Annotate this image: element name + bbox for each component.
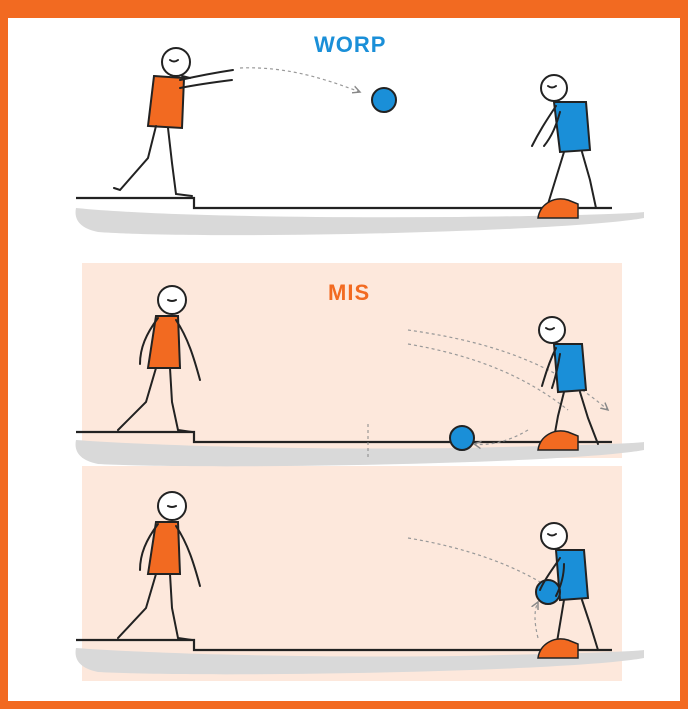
ball [536,580,560,604]
illustration-frame: WORP MIS [8,18,680,701]
pickup-trajectory [535,602,538,638]
panel-mis [76,286,644,466]
panel-title-worp: WORP [314,32,386,58]
throw-trajectory [408,538,556,592]
ball [450,426,474,450]
base [538,199,578,218]
base [538,431,578,450]
panel-title-mis: MIS [328,280,370,306]
pitch-line [76,432,612,442]
thrower-figure [118,286,200,432]
pitch-line [76,640,612,650]
panel-worp [76,48,644,235]
pitch-line [76,198,612,208]
thrower-figure [118,492,200,640]
throw-trajectory [240,68,360,92]
catcher-figure [532,75,596,208]
catcher-figure [539,317,598,444]
thrower-figure [114,48,233,196]
scenes [8,18,680,701]
ball [372,88,396,112]
panel-catch [76,492,644,674]
base [538,639,578,658]
